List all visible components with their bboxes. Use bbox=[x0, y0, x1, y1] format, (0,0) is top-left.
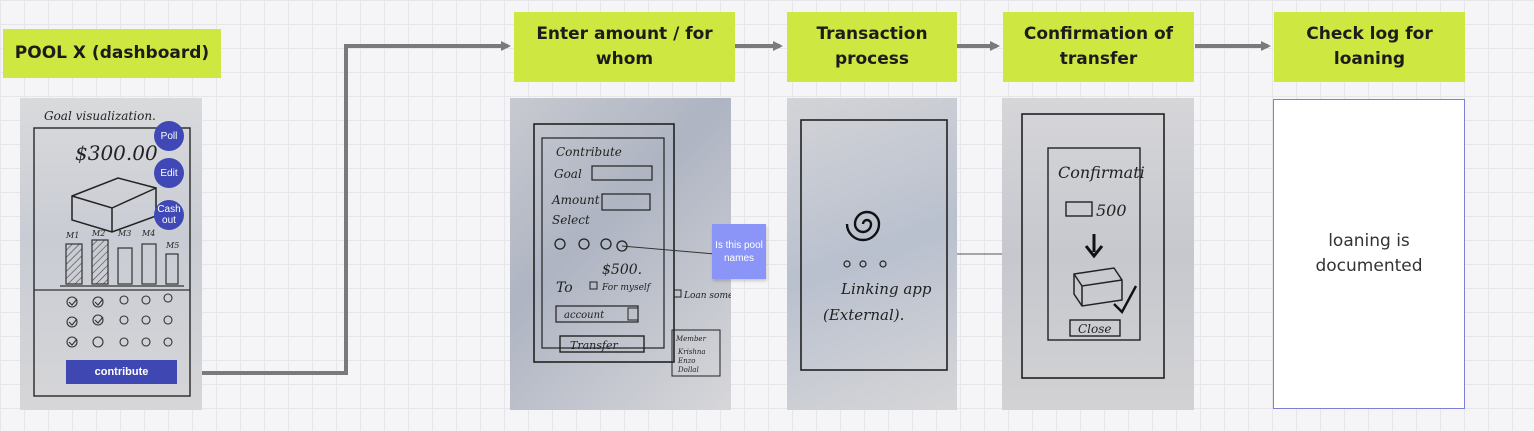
bar-label-m2: M2 bbox=[91, 229, 105, 238]
cash-icon bbox=[1065, 201, 1093, 217]
treasure-box-drawing bbox=[71, 177, 157, 233]
bar-label-m5: M5 bbox=[165, 241, 179, 250]
dashboard-sketch-photo: Goal visualization. $300.00 M1 M2 M3 M4 … bbox=[20, 98, 202, 410]
member-check-grid bbox=[66, 293, 173, 348]
sketch-account-select: account bbox=[564, 310, 605, 321]
poll-button[interactable]: Poll bbox=[154, 121, 184, 151]
member-avatars bbox=[554, 238, 628, 252]
chest-icon bbox=[1073, 267, 1123, 307]
step-label-transaction: Transaction process bbox=[787, 12, 957, 82]
confirmation-sketch: Confirmati 500 Close bbox=[1021, 113, 1165, 379]
bar-label-m1: M1 bbox=[65, 231, 79, 240]
step-label-confirmation: Confirmation of transfer bbox=[1003, 12, 1194, 82]
bar-label-m4: M4 bbox=[141, 229, 155, 238]
sketch-member-name-3: Dollal bbox=[677, 366, 699, 374]
sketch-amount-label: Amount bbox=[551, 193, 600, 207]
loading-dots bbox=[843, 260, 887, 268]
bar-label-m3: M3 bbox=[117, 229, 131, 238]
enter-amount-sketch: Contribute Goal Amount Select $500. To F… bbox=[533, 123, 731, 377]
sketch-to-label: To bbox=[556, 280, 573, 296]
enter-amount-sketch-photo: Contribute Goal Amount Select $500. To F… bbox=[510, 98, 731, 410]
step-label-check-log: Check log for loaning bbox=[1274, 12, 1465, 82]
sketch-goal-label: Goal bbox=[554, 167, 582, 181]
bar-sketch bbox=[60, 239, 184, 287]
sketch-close-button: Close bbox=[1078, 322, 1112, 336]
sketch-confirmation-title: Confirmati bbox=[1058, 163, 1145, 182]
sketch-amount-value: $500. bbox=[602, 262, 642, 278]
transaction-sketch: Linking app (External). bbox=[800, 119, 948, 371]
sketch-contribute-title: Contribute bbox=[556, 145, 622, 159]
sketch-select-label: Select bbox=[552, 213, 590, 227]
dashboard-sketch: Goal visualization. $300.00 M1 M2 M3 M4 … bbox=[33, 109, 191, 397]
sketch-external: (External). bbox=[823, 306, 904, 324]
step-label-enter-amount: Enter amount / for whom bbox=[514, 12, 735, 82]
sticky-note-question: Is this pool names bbox=[712, 224, 766, 279]
sketch-transfer-button: Transfer bbox=[570, 339, 618, 352]
sketch-confirm-amount: 500 bbox=[1096, 201, 1127, 220]
sketch-linking-app: Linking app bbox=[840, 280, 932, 298]
sketch-member-dropdown: Member bbox=[675, 335, 707, 343]
transaction-sketch-photo: Linking app (External). bbox=[787, 98, 957, 410]
contribute-button[interactable]: contribute bbox=[66, 360, 177, 384]
sketch-for-myself: For myself bbox=[601, 283, 652, 293]
sketch-heading: Goal visualization. bbox=[44, 109, 156, 123]
arrow-dashboard-to-amount bbox=[178, 41, 511, 375]
step-label-dashboard: POOL X (dashboard) bbox=[3, 29, 221, 78]
cash-out-button[interactable]: Cash out bbox=[154, 200, 184, 230]
loaning-log-note: loaning is documented bbox=[1273, 99, 1465, 409]
loading-spiral-icon bbox=[845, 210, 881, 242]
sketch-loan-someone: Loan some one bbox=[683, 291, 731, 301]
down-arrow-icon bbox=[1084, 234, 1104, 259]
confirmation-sketch-photo: Confirmati 500 Close bbox=[1002, 98, 1194, 410]
sketch-member-name-2: Enzo bbox=[677, 357, 696, 365]
checkmark-icon bbox=[1113, 285, 1138, 314]
edit-button[interactable]: Edit bbox=[154, 158, 184, 188]
sketch-goal-amount: $300.00 bbox=[75, 141, 158, 165]
sketch-member-name-1: Krishna bbox=[677, 348, 706, 356]
